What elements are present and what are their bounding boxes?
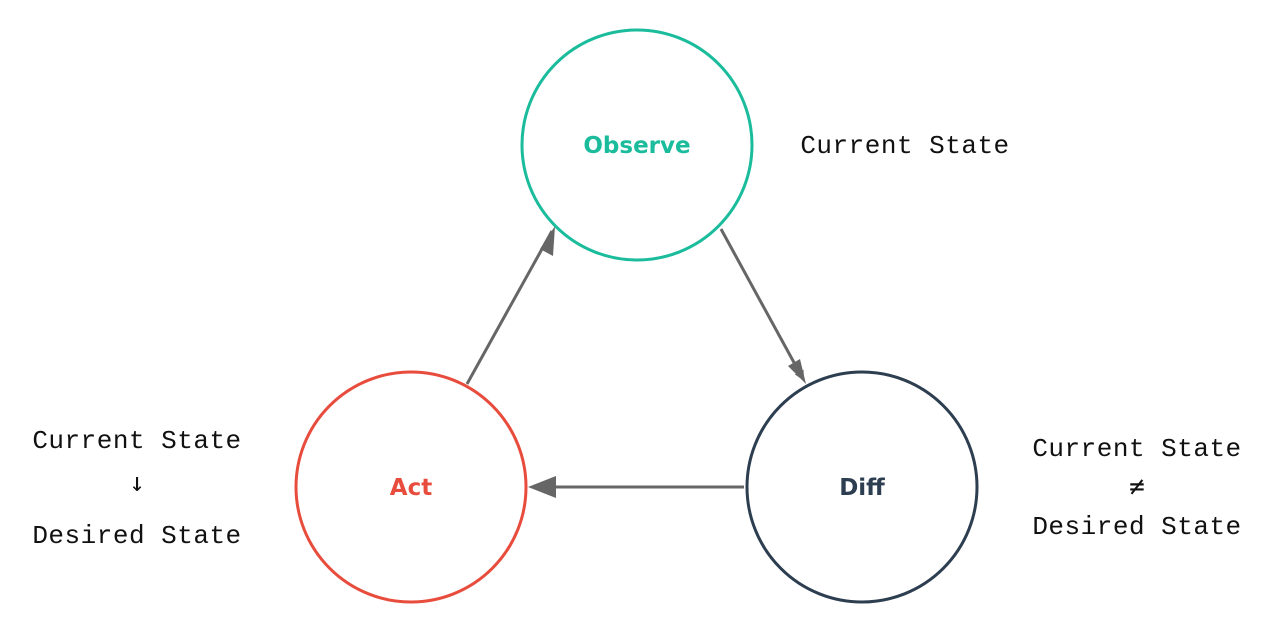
diff-annotation: Current State ≠ Desired State bbox=[1032, 434, 1241, 542]
act-desired-state-text: Desired State bbox=[32, 521, 241, 551]
node-observe: Observe bbox=[520, 28, 754, 262]
edges bbox=[465, 226, 806, 498]
edge-observe-to-diff bbox=[719, 228, 805, 381]
down-arrow-symbol: ↓ bbox=[129, 468, 145, 498]
act-annotation: Current State ↓ Desired State bbox=[32, 426, 241, 551]
observe-circle bbox=[520, 28, 754, 262]
act-label: Act bbox=[390, 475, 432, 501]
observe-current-state-text: Current State bbox=[800, 131, 1009, 161]
arrowhead-observe bbox=[540, 226, 555, 256]
diff-label: Diff bbox=[839, 475, 885, 501]
arrowhead-act bbox=[528, 476, 556, 498]
edge-act-to-observe bbox=[465, 230, 554, 385]
node-act: Act bbox=[294, 370, 528, 604]
observe-label: Observe bbox=[583, 133, 690, 159]
diff-desired-state-text: Desired State bbox=[1032, 512, 1241, 542]
observe-annotation: Current State bbox=[800, 131, 1009, 161]
not-equal-symbol: ≠ bbox=[1129, 472, 1145, 502]
act-circle bbox=[294, 370, 528, 604]
diff-circle bbox=[745, 370, 979, 604]
arrowhead-diff bbox=[788, 359, 806, 384]
node-diff: Diff bbox=[745, 370, 979, 604]
act-current-state-text: Current State bbox=[32, 426, 241, 456]
diff-current-state-text: Current State bbox=[1032, 434, 1241, 464]
